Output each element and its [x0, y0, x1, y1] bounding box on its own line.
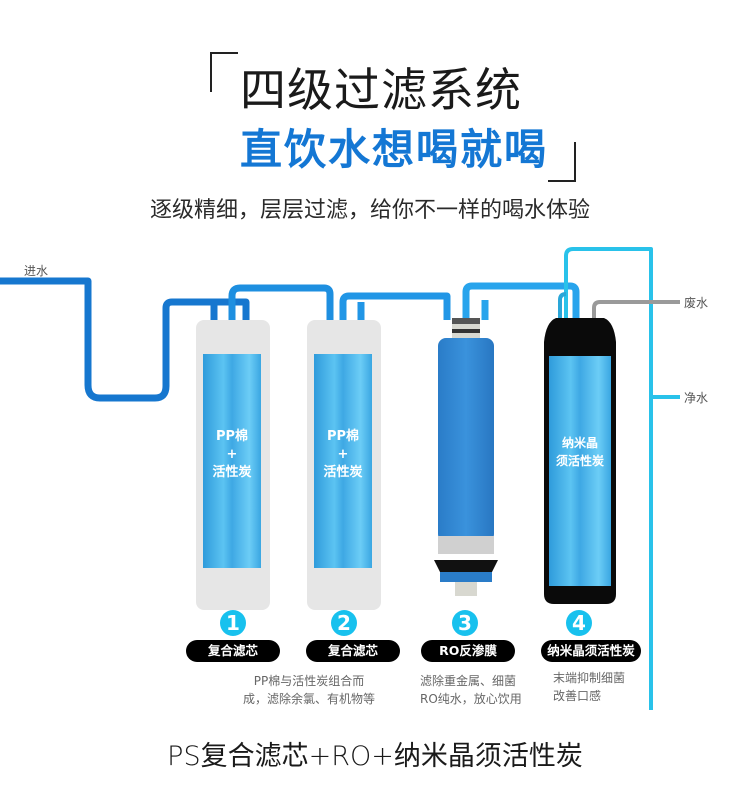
stage-1-name: 复合滤芯: [186, 640, 280, 662]
stage-2-badge: 2: [331, 610, 357, 636]
waste-water-pipe: [592, 300, 680, 320]
stage-3-badge: 3: [452, 610, 478, 636]
stage-3-description: 滤除重金属、细菌 RO纯水，放心饮用: [420, 674, 522, 706]
filter-2-cartridge-text: PP棉 + 活性炭: [323, 429, 363, 480]
filter-4-cartridge-text: 纳米晶 须活性炭: [555, 436, 604, 468]
stage-1-badge: 1: [220, 610, 246, 636]
page-subtitle: 直饮水想喝就喝: [240, 125, 549, 174]
filter-1-cartridge: [196, 320, 270, 610]
stage-4-badge: 4: [566, 610, 592, 636]
pipe-stage3-to-stage4: [462, 282, 580, 320]
stage-3-name: RO反渗膜: [421, 640, 515, 662]
filter-2-cartridge: [307, 320, 381, 610]
pipe-stage2-to-stage3: [339, 292, 451, 320]
clean-water-pipe: [564, 247, 680, 710]
stage-2-name: 复合滤芯: [306, 640, 400, 662]
clean-water-label: 净水: [684, 391, 709, 405]
footer-summary: PS复合滤芯+RO+纳米晶须活性炭: [167, 741, 583, 772]
stage-1-2-description: PP棉与活性炭组合而 成，滤除余氯、有机物等: [242, 674, 375, 706]
clean-water-inner: [558, 292, 567, 320]
filter-4-nano-carbon: [544, 318, 616, 604]
pipe-stage1-to-stage2: [228, 284, 334, 320]
stage-4-name: 纳米晶须活性炭: [541, 640, 641, 662]
page-title: 四级过滤系统: [240, 63, 522, 117]
inlet-pipe: [0, 277, 250, 402]
stage-4-description: 末端抑制细菌 改善口感: [553, 671, 626, 703]
filter-3-ro-membrane: [434, 318, 498, 596]
tagline: 逐级精细，层层过滤，给你不一样的喝水体验: [150, 198, 591, 223]
title-bracket-close: [548, 142, 576, 182]
inlet-label: 进水: [24, 264, 49, 278]
title-bracket-open: [210, 52, 238, 92]
filter-1-cartridge-text: PP棉 + 活性炭: [212, 429, 252, 480]
waste-water-label: 废水: [684, 296, 709, 310]
